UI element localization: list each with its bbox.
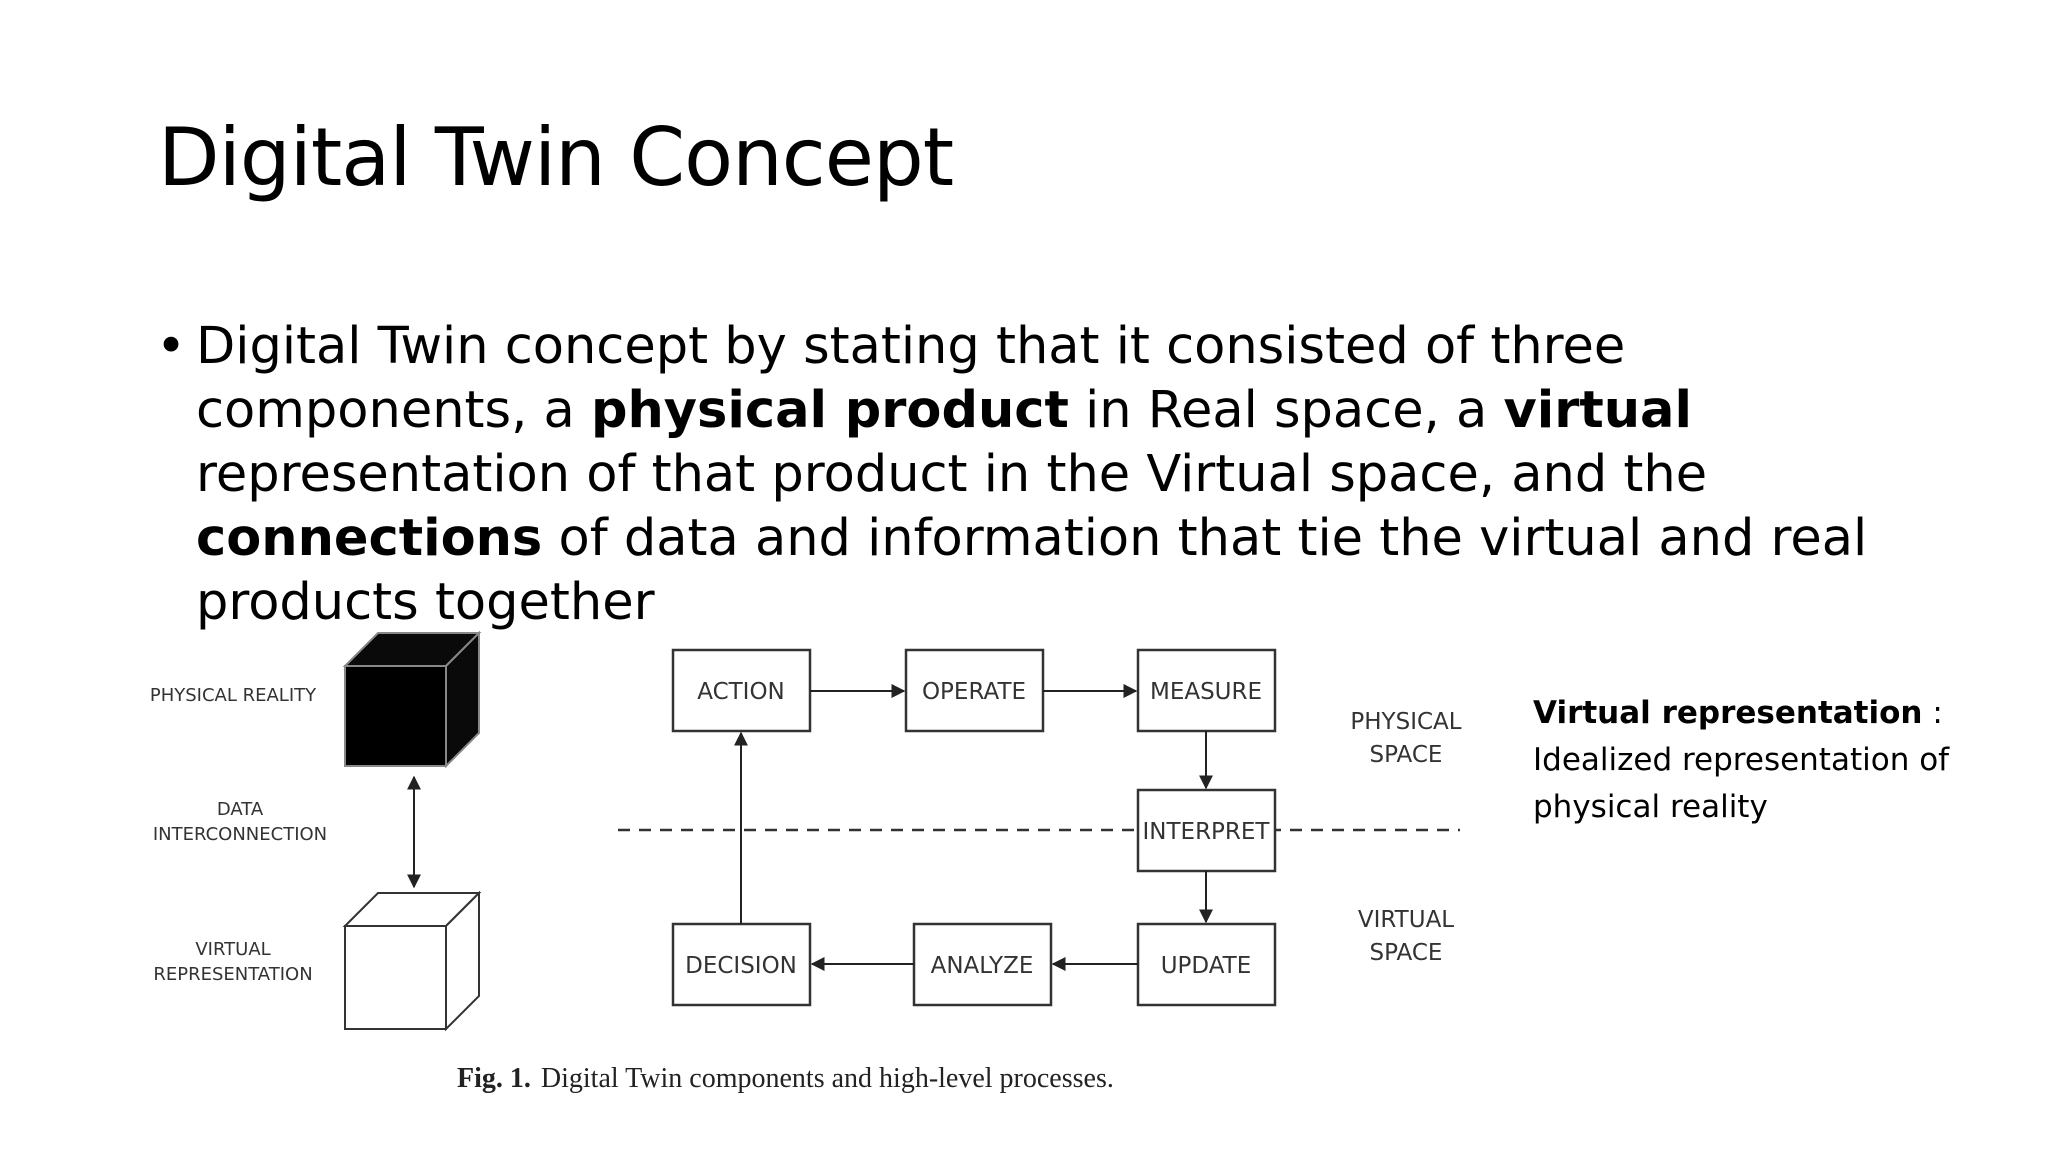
bullet-text-part: Digital Twin concept by stating that it … (196, 317, 1626, 440)
bullet-bold-physical-product: physical product (590, 381, 1069, 440)
box-update-label: UPDATE (1161, 953, 1252, 979)
label-data: DATA (217, 799, 264, 820)
side-note-line-2: physical reality (1533, 789, 1768, 825)
box-update (1136, 922, 1277, 1007)
virtual-representation-note: Virtual representation : Idealized repre… (1533, 690, 1993, 831)
box-operate (904, 648, 1045, 733)
box-interpret (1136, 788, 1277, 873)
side-note-heading: Virtual representation : (1533, 690, 1993, 737)
label-physical-reality: PHYSICAL REALITY (150, 685, 317, 706)
bullet-paragraph: • Digital Twin concept by stating that i… (156, 315, 1936, 635)
caption-label: Fig. 1. (457, 1063, 531, 1094)
physical-cube (342, 630, 482, 769)
label-physical-space-1: PHYSICAL (1350, 709, 1461, 735)
box-analyze-label: ANALYZE (931, 953, 1034, 979)
label-virtual-space-1: VIRTUAL (1358, 907, 1454, 933)
label-representation: REPRESENTATION (153, 964, 312, 985)
box-decision (671, 922, 812, 1007)
box-decision-label: DECISION (685, 953, 797, 979)
bullet-bold-virtual: virtual (1503, 381, 1692, 440)
virtual-cube (342, 890, 482, 1032)
box-action (671, 648, 812, 733)
figure-caption: Fig. 1. Digital Twin components and high-… (457, 1063, 1114, 1095)
label-virtual: VIRTUAL (195, 939, 270, 960)
box-measure-label: MEASURE (1150, 679, 1262, 705)
side-note-bold: Virtual representation (1533, 695, 1923, 731)
box-operate-label: OPERATE (922, 679, 1026, 705)
box-interpret-label: INTERPRET (1143, 819, 1271, 845)
side-note-colon: : (1922, 695, 1943, 731)
label-physical-space-2: SPACE (1370, 742, 1443, 768)
process-arrows (734, 684, 1213, 971)
bullet-dot: • (156, 317, 187, 376)
side-note-line-1: Idealized representation of (1533, 742, 1950, 778)
caption-text: Digital Twin components and high-level p… (540, 1063, 1114, 1094)
bullet-text-part: representation of that product in the Vi… (196, 445, 1708, 504)
box-measure (1136, 648, 1277, 733)
label-virtual-space-2: SPACE (1370, 940, 1443, 966)
bullet-bold-connections: connections (196, 509, 543, 568)
slide-title: Digital Twin Concept (158, 111, 954, 204)
label-interconnection: INTERCONNECTION (153, 824, 327, 845)
box-action-label: ACTION (697, 679, 785, 705)
bullet-text-part: of data and information that tie the vir… (196, 509, 1868, 632)
bullet-text: Digital Twin concept by stating that it … (196, 315, 1936, 635)
bullet-text-part: in Real space, a (1068, 381, 1504, 440)
